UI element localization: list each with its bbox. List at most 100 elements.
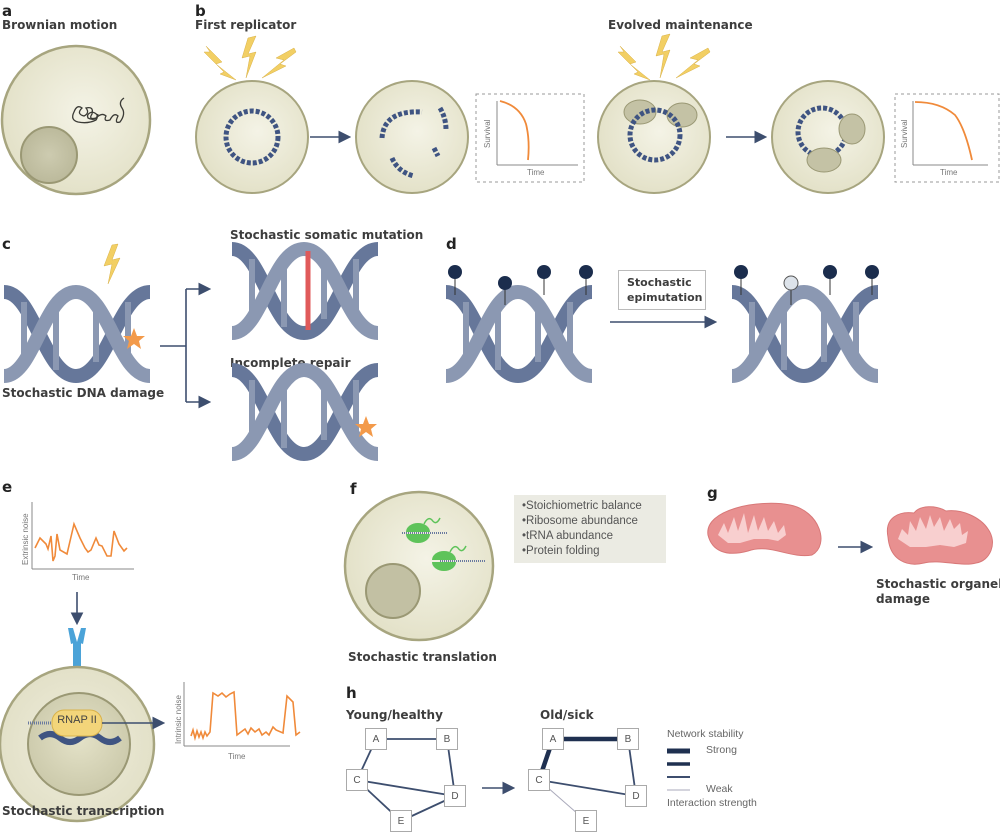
bullet-item: Stoichiometric balance [522,499,658,514]
nucleus [20,126,78,184]
lightning-icon [617,45,651,81]
panel-g-letter: g [707,484,718,502]
edge-c-d [538,779,637,797]
lightning-icon-group-1 [203,35,297,81]
intrinsic-xlabel: Time [228,752,246,761]
young-node-e: E [390,810,412,832]
edge-c-d [356,779,456,797]
lightning-icon [203,45,237,81]
panel-f-graphics [343,490,495,642]
survival-chart-1-frame [475,93,585,183]
nucleus [365,563,421,619]
circular-dna-icon [223,108,281,166]
methyl-groups-before [448,265,593,305]
dna-helix-icon [38,731,122,745]
damage-label: Stochastic DNA damage [2,386,165,400]
translation-factors-list: Stoichiometric balance Ribosome abundanc… [514,495,666,563]
bullet-item: tRNA abundance [522,529,658,544]
rnap-label: RNAP II [57,714,97,726]
survival-chart-2-xlabel: Time [940,168,958,177]
cristae [718,513,786,543]
broken-dna-icon [379,106,449,179]
mutation-label: Stochastic somatic mutation [230,228,424,242]
panel-b-graphics [195,33,1000,194]
damage-star-icon [355,416,377,437]
survival-curve-2 [914,101,973,161]
lost-methyl-mark [783,275,799,291]
legend-title: Network stability [667,728,744,740]
methyl-mark [448,265,462,279]
organelle-caption-line1: Stochastic organelle [876,577,1000,591]
old-node-a: A [542,728,564,750]
ribosome-icon [402,517,448,543]
panel-e-graphics [0,502,301,823]
methyl-mark [865,265,879,279]
lightning-icon [675,47,711,79]
lightning-icon [103,243,121,285]
repair-label: Incomplete repair [230,356,351,370]
methyl-mark [537,265,551,279]
cristae [898,515,968,547]
lightning-icon-group-2 [617,33,711,81]
methyl-mark [734,265,748,279]
panel-g-graphics [707,502,993,565]
young-node-a: A [365,728,387,750]
young-network-edges [356,738,456,822]
bullet-item: Ribosome abundance [522,514,658,529]
bullet-item: Protein folding [522,544,658,559]
young-title: Young/healthy [346,708,443,722]
organelle-caption-line2: damage [876,592,931,606]
replicator-cell-intact [195,80,309,194]
damage-star-icon [123,328,145,349]
panel-a-title: Brownian motion [2,18,118,32]
extrinsic-noise-series [34,521,128,562]
panel-c-letter: c [2,235,11,253]
young-node-d: D [444,785,466,807]
old-network-edges [536,736,637,822]
transcription-caption: Stochastic transcription [2,804,165,818]
extrinsic-xlabel: Time [72,573,90,582]
young-node-b: B [436,728,458,750]
legend-footer: Interaction strength [667,797,757,809]
panel-b-first-title: First replicator [195,18,297,32]
legend-weak-label: Weak [706,783,733,795]
repair-protein [838,113,866,145]
old-node-e: E [575,810,597,832]
panel-d-letter: d [446,235,457,253]
old-node-b: B [617,728,639,750]
panel-b-letter: b [195,2,206,20]
epimutation-callout: Stochastic epimutation [618,270,706,310]
intrinsic-noise-series [190,690,301,742]
legend-strong-label: Strong [706,744,737,756]
young-node-c: C [346,769,368,791]
brownian-cell [0,44,152,196]
panel-f-letter: f [350,480,357,498]
callout-line-1: Stochastic [627,276,692,289]
survival-curve-1 [499,100,530,161]
old-title: Old/sick [540,708,594,722]
repair-protein [806,147,842,173]
survival-chart-1-xlabel: Time [527,168,545,177]
methyl-mark [579,265,593,279]
panel-b-evolved-title: Evolved maintenance [608,18,753,32]
branch-arrow-icon [160,282,212,409]
panel-h-letter: h [346,684,357,702]
old-node-d: D [625,785,647,807]
maintenance-cell-2 [771,80,885,194]
callout-line-2: epimutation [627,291,703,304]
methyl-groups-after [734,265,879,305]
panel-cd-graphics [0,0,1000,470]
old-node-c: C [528,769,550,791]
dna-strand-icon [72,97,125,124]
methyl-mark [823,265,837,279]
lightning-icon [241,35,257,79]
panel-a-letter: a [2,2,13,20]
ribosome-icon [432,545,485,571]
lightning-icon [261,47,297,79]
methyl-mark [498,276,512,290]
circular-dna-icon [627,107,683,163]
translation-caption: Stochastic translation [348,650,497,664]
lightning-icon [655,33,671,79]
panel-e-letter: e [2,478,13,496]
